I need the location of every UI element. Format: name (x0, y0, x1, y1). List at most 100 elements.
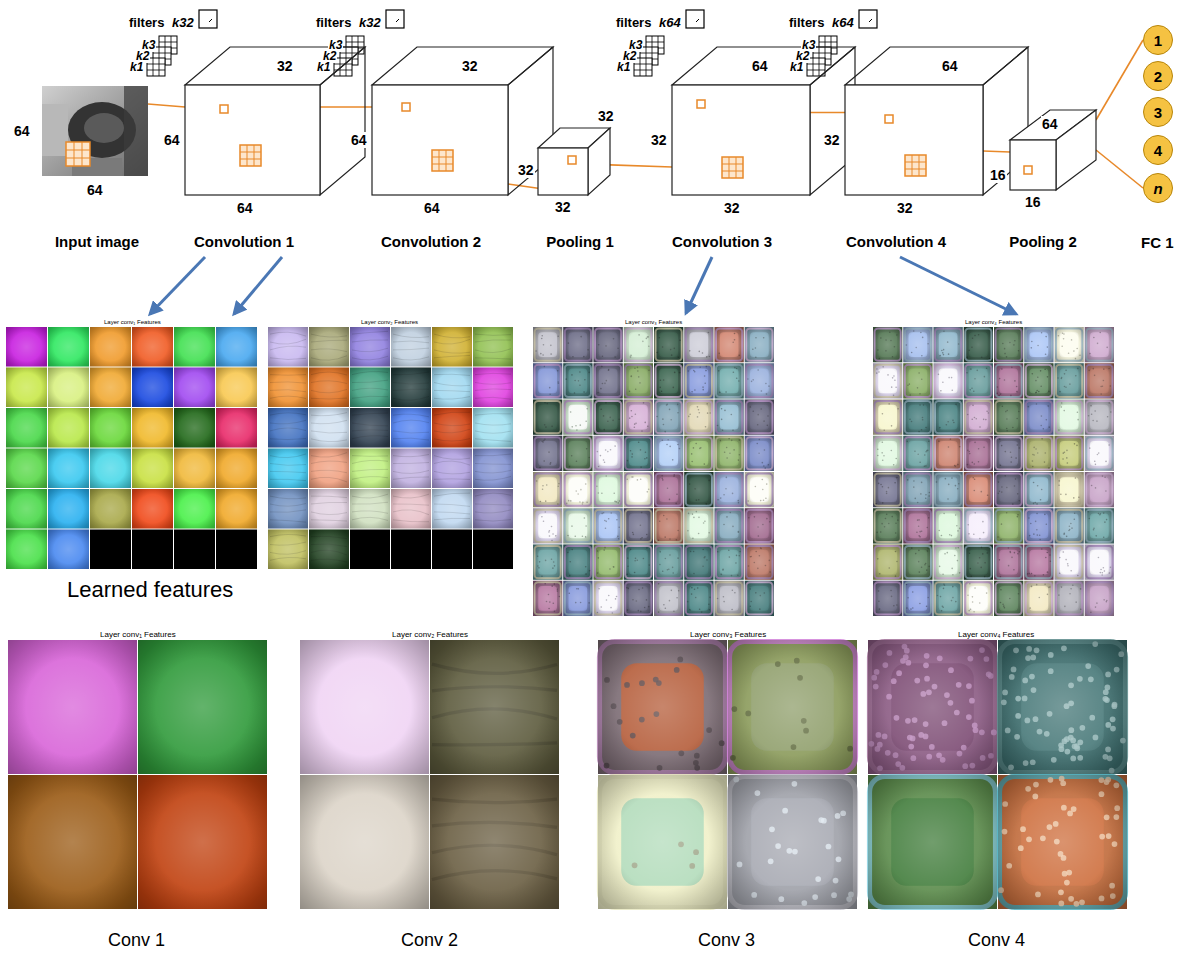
feature-cell (268, 408, 308, 448)
feature-cell (473, 530, 513, 570)
feature-cell (745, 545, 774, 580)
feature-shade (873, 581, 902, 616)
feature-cell (563, 400, 592, 435)
feature-cell (1055, 472, 1084, 507)
feature-cell (624, 508, 653, 543)
feature-light (903, 472, 932, 507)
feature-grid (873, 327, 1114, 616)
feature-cell (216, 368, 257, 408)
feature-shade (132, 408, 173, 448)
feature-cell (594, 363, 623, 398)
feature-shade (654, 472, 683, 507)
feature-shade (684, 436, 713, 471)
feature-light (715, 363, 744, 398)
feature-shade (994, 545, 1023, 580)
feature-light (964, 472, 993, 507)
feature-shade (90, 408, 131, 448)
feature-shade (533, 545, 562, 580)
feature-shade (934, 508, 963, 543)
feature-shade (1085, 436, 1114, 471)
feature-shade (715, 400, 744, 435)
feature-cell (473, 368, 513, 408)
feature-light (994, 327, 1023, 362)
feature-light (654, 327, 683, 362)
feature-cell (309, 530, 349, 570)
feature-cell (873, 545, 902, 580)
feature-shade (964, 436, 993, 471)
feature-light (624, 545, 653, 580)
feature-light (432, 368, 472, 408)
feature-shade (684, 363, 713, 398)
feature-light (873, 472, 902, 507)
feature-shade (1055, 472, 1084, 507)
feature-cell (48, 489, 89, 529)
feature-shade (174, 449, 215, 489)
feature-light (533, 363, 562, 398)
feature-shade (684, 327, 713, 362)
feature-shade (1024, 400, 1053, 435)
feature-cell (594, 327, 623, 362)
feature-light (6, 368, 47, 408)
feature-cell (903, 327, 932, 362)
feature-light (48, 408, 89, 448)
feature-light (624, 472, 653, 507)
feature-shade (994, 363, 1023, 398)
feature-light (994, 363, 1023, 398)
feature-light (934, 545, 963, 580)
feature-shade (934, 545, 963, 580)
feature-cell (132, 408, 173, 448)
feature-shade (48, 327, 89, 367)
feature-shade (1055, 400, 1084, 435)
feature-cell (473, 327, 513, 367)
feature-light (684, 363, 713, 398)
feature-light (903, 581, 932, 616)
feature-shade (1024, 472, 1053, 507)
feature-cell (745, 472, 774, 507)
feature-light (934, 363, 963, 398)
feature-cell (563, 436, 592, 471)
feature-light (1024, 400, 1053, 435)
feature-cell (174, 530, 215, 570)
feature-shade (1085, 363, 1114, 398)
feature-light (1055, 327, 1084, 362)
feature-light (391, 368, 431, 408)
feature-light (432, 327, 472, 367)
feature-light (563, 436, 592, 471)
feature-cell (964, 400, 993, 435)
feature-light (994, 400, 1023, 435)
feature-light (934, 400, 963, 435)
feature-light (563, 581, 592, 616)
feature-shade (715, 508, 744, 543)
feature-light (563, 363, 592, 398)
feature-shade (624, 508, 653, 543)
feature-shade (934, 363, 963, 398)
feature-shade (432, 368, 472, 408)
feature-cell (533, 436, 562, 471)
feature-light (934, 472, 963, 507)
feature-shade (533, 363, 562, 398)
feature-cell (715, 436, 744, 471)
feature-light (873, 363, 902, 398)
feature-light (350, 368, 390, 408)
feature-shade (745, 581, 774, 616)
feature-cell (132, 530, 173, 570)
feature-cell (1024, 436, 1053, 471)
feature-shade (934, 327, 963, 362)
feature-light (132, 489, 173, 529)
feature-shade (1024, 363, 1053, 398)
feature-shade (715, 545, 744, 580)
feature-shade (594, 581, 623, 616)
feature-cell (994, 545, 1023, 580)
feature-light (1055, 363, 1084, 398)
feature-light (624, 400, 653, 435)
feature-light (48, 449, 89, 489)
feature-shade (48, 368, 89, 408)
feature-light (391, 327, 431, 367)
feature-light (594, 327, 623, 362)
feature-cell (48, 408, 89, 448)
feature-cell (90, 530, 131, 570)
feature-shade (563, 508, 592, 543)
feature-light (964, 436, 993, 471)
feature-cell (654, 436, 683, 471)
feature-cell (715, 400, 744, 435)
